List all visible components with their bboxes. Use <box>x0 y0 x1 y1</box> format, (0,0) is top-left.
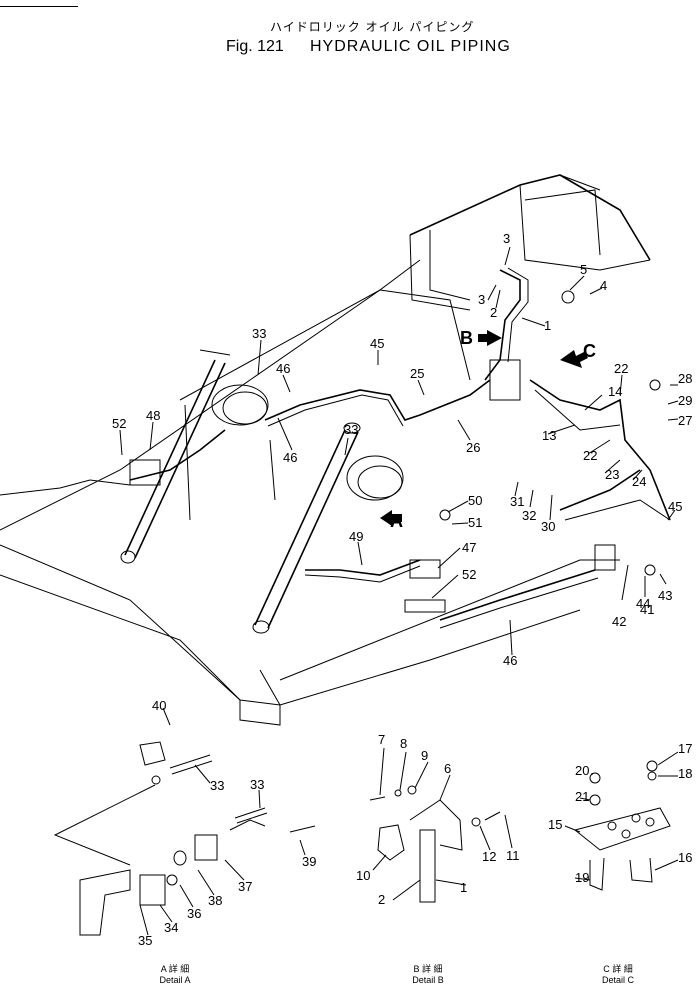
detail-c-caption: C 詳 細 Detail C <box>593 964 643 986</box>
callout-main-16: 22 <box>614 361 628 376</box>
callout-detail-1: 40 <box>152 698 166 713</box>
callout-main-23: 23 <box>605 467 619 482</box>
detail-b-caption-en: Detail B <box>412 975 444 985</box>
callout-detail-14: 12 <box>482 849 496 864</box>
hose-coils <box>211 384 404 501</box>
callout-main-34: 42 <box>612 614 626 629</box>
view-marker-c: C <box>583 341 596 361</box>
figure-number: Fig. 121 <box>226 38 284 55</box>
view-marker-b: B <box>460 328 473 348</box>
callout-main-36: 44 <box>636 596 650 611</box>
callout-main-32: 52 <box>462 567 476 582</box>
callout-detail-13: 6 <box>444 761 451 776</box>
leader-lines <box>119 246 679 936</box>
view-arrows <box>380 330 588 526</box>
callout-detail-2: 33 <box>210 778 224 793</box>
callout-detail-23: 17 <box>678 741 692 756</box>
detail-b-drawing <box>369 785 501 903</box>
callout-main-2: 5 <box>580 262 587 277</box>
callout-detail-3: 33 <box>250 777 264 792</box>
callout-detail-8: 34 <box>164 920 178 935</box>
callout-detail-9: 35 <box>138 933 152 948</box>
detail-c-drawing <box>573 760 671 891</box>
piping <box>0 267 671 629</box>
boom-cylinders <box>120 349 361 634</box>
callout-main-24: 24 <box>632 474 646 489</box>
callout-main-14: 33 <box>344 422 358 437</box>
callout-main-29: 51 <box>468 515 482 530</box>
cab-block <box>409 174 651 311</box>
detail-a-drawing <box>53 741 316 936</box>
callout-main-13: 46 <box>283 450 297 465</box>
callout-main-26: 32 <box>522 508 536 523</box>
callout-detail-4: 39 <box>302 854 316 869</box>
callout-main-6: 1 <box>544 318 551 333</box>
detail-b-caption: B 詳 細 Detail B <box>403 964 453 986</box>
callout-detail-20: 21 <box>575 789 589 804</box>
callout-main-17: 28 <box>678 371 692 386</box>
callout-main-18: 29 <box>678 393 692 408</box>
detail-c-caption-jp: C 詳 細 <box>603 964 633 974</box>
machine-frame <box>0 259 620 726</box>
callout-main-21: 13 <box>542 428 556 443</box>
top-rule <box>0 6 78 7</box>
detail-a-caption-en: Detail A <box>159 975 191 985</box>
callout-main-30: 47 <box>462 540 476 555</box>
callout-main-12: 52 <box>112 416 126 431</box>
callout-main-38: 46 <box>503 653 517 668</box>
detail-a-caption-jp: A 詳 細 <box>160 964 190 974</box>
callout-detail-17: 2 <box>378 892 385 907</box>
callout-main-25: 31 <box>510 494 524 509</box>
figure-title: HYDRAULIC OIL PIPING <box>310 38 511 55</box>
callout-main-9: 46 <box>276 361 290 376</box>
callout-main-31: 49 <box>349 529 363 544</box>
callout-main-35: 41 <box>640 602 654 617</box>
callout-detail-12: 9 <box>421 748 428 763</box>
callout-main-3: 4 <box>600 278 607 293</box>
callout-main-27: 30 <box>541 519 555 534</box>
detail-b-caption-jp: B 詳 細 <box>413 964 443 974</box>
callout-main-15: 26 <box>466 440 480 455</box>
callout-detail-15: 11 <box>506 848 520 863</box>
callout-detail-18: 1 <box>460 880 467 895</box>
callout-detail-22: 19 <box>575 870 589 885</box>
detail-a-caption: A 詳 細 Detail A <box>150 964 200 986</box>
callout-detail-19: 20 <box>575 763 589 778</box>
view-marker-a: A <box>390 511 403 531</box>
title-japanese: ハイドロリック オイル パイピング <box>270 20 475 34</box>
callout-main-4: 3 <box>478 292 485 307</box>
callout-main-28: 50 <box>468 493 482 508</box>
callout-detail-11: 8 <box>400 736 407 751</box>
callout-main-10: 25 <box>410 366 424 381</box>
callout-main-5: 2 <box>490 305 497 320</box>
callout-main-19: 27 <box>678 413 692 428</box>
callout-detail-24: 18 <box>678 766 692 781</box>
callout-detail-7: 36 <box>187 906 201 921</box>
callout-main-1: 3 <box>503 231 510 246</box>
callout-main-20: 14 <box>608 384 622 399</box>
callout-main-8: 45 <box>370 336 384 351</box>
callout-detail-21: 15 <box>548 817 562 832</box>
callout-detail-5: 37 <box>238 879 252 894</box>
callout-detail-6: 38 <box>208 893 222 908</box>
callout-main-37: 43 <box>658 588 672 603</box>
callout-main-11: 48 <box>146 408 160 423</box>
fittings <box>129 290 661 613</box>
detail-c-caption-en: Detail C <box>601 975 634 985</box>
callout-detail-25: 16 <box>678 850 692 865</box>
callout-main-22: 22 <box>583 448 597 463</box>
callout-detail-10: 7 <box>378 732 385 747</box>
callout-main-33: 45 <box>668 499 682 514</box>
callout-detail-16: 10 <box>356 868 370 883</box>
callout-main-7: 33 <box>252 326 266 341</box>
